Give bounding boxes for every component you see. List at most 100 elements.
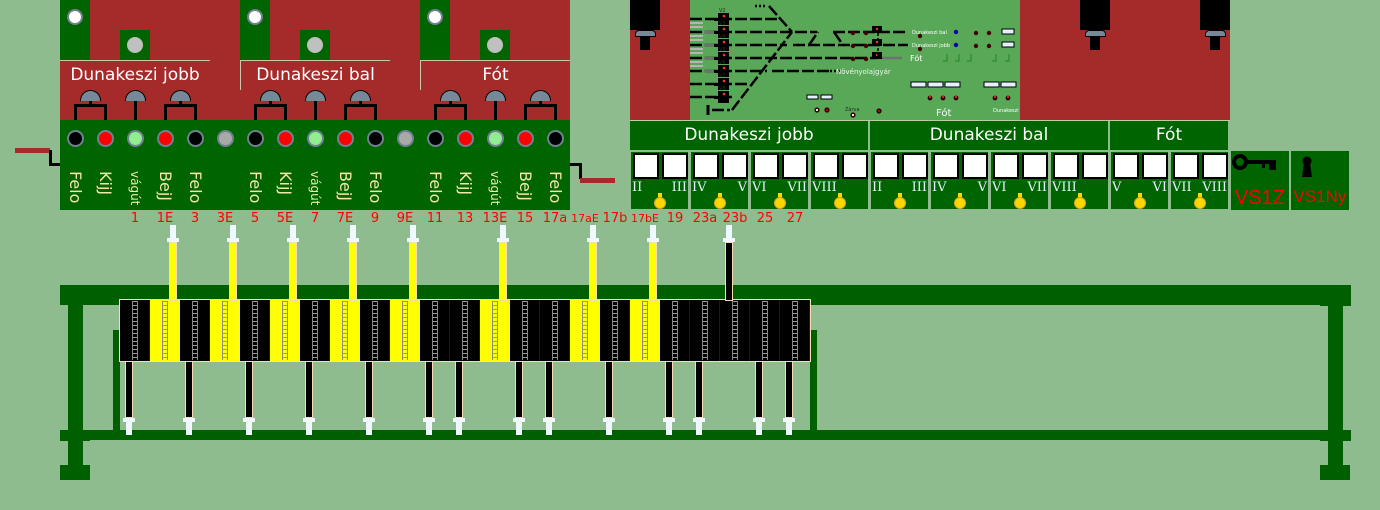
panel-button[interactable] [1001,41,1015,48]
lever-slot [240,300,270,361]
lever-handle-up[interactable] [496,225,509,301]
track-signal-arm [714,18,719,21]
signal-button[interactable] [529,90,551,101]
lever-handle-down[interactable] [122,361,135,436]
signal-button[interactable] [259,90,281,101]
lever-handle-up[interactable] [722,225,735,301]
route-lamp-box [120,30,150,60]
lever-rod [168,242,177,301]
lever-number: 9E [396,211,414,226]
lever-handle-up[interactable] [406,225,419,301]
route-lamp-box [240,0,270,60]
route-arrow [967,54,972,62]
indicator-label: Felo [186,171,205,204]
lever-handle-up[interactable] [286,225,299,301]
lever-handle-down[interactable] [422,361,435,436]
lever-grip [422,418,435,422]
signal-button[interactable] [484,90,506,101]
panel-button[interactable] [820,94,833,100]
lever-handle-down[interactable] [512,361,525,436]
signal-wire [313,101,317,120]
lever-grip [169,225,176,238]
panel-lamp-light [825,108,829,112]
signal-button[interactable] [124,90,146,101]
lever-rod [648,242,657,301]
lever-rod [348,242,357,301]
panel-button[interactable] [1000,81,1017,88]
lever-handle-down[interactable] [662,361,675,436]
lever-handle-down[interactable] [362,361,375,436]
switch-diagonal [832,31,845,46]
lever-handle-down[interactable] [182,361,195,436]
lever-handle-up[interactable] [226,225,239,301]
panel-button[interactable] [910,81,927,88]
lever-handle-down[interactable] [542,361,555,436]
indicator-label: vágút [308,171,322,206]
lever-handle-down[interactable] [782,361,795,436]
lever-grip [229,225,236,238]
panel-button[interactable] [1001,28,1015,35]
lever-number: 11 [426,211,444,226]
lever-handle-up[interactable] [586,225,599,301]
signal-lamp [722,14,726,18]
chain [612,301,618,360]
lever-rod [408,242,417,301]
indicator-label: vágút [128,171,142,206]
lever-handle-down[interactable] [752,361,765,436]
indicator-lamp [457,130,474,147]
route-lamp [67,9,83,25]
buffer-hatch [690,39,703,41]
chain [192,301,198,360]
lever-grip [305,422,312,435]
signal-wire [538,101,542,105]
lever-number: 25 [756,211,774,226]
switch-diagonal [807,31,820,46]
lever-grip [782,418,795,422]
left-connector-wire [49,150,60,166]
lever-rod [784,361,793,418]
lever-handle-down[interactable] [242,361,255,436]
signal-button[interactable] [79,90,101,101]
frame-left-post [68,285,83,470]
lever-handle-down[interactable] [452,361,465,436]
switch-diagonal [768,5,793,33]
lever-handle-down[interactable] [302,361,315,436]
route-lamp-box [60,0,90,60]
frame-right-joint [1320,430,1351,441]
lever-handle-down[interactable] [692,361,705,436]
panel-button[interactable] [806,94,819,100]
route-lamp-box [420,0,450,60]
lever-number: 17bE [631,212,659,225]
track-signal [718,39,729,51]
destination-label: Dunakeszi bal [912,30,947,36]
chain [762,301,768,360]
signal-lamp [722,40,726,44]
lever-rod [604,361,613,418]
lever-rod [514,361,523,418]
panel-lamp-light [851,113,855,117]
lever-grip [406,238,419,242]
lever-grip [725,225,732,238]
signal-button[interactable] [304,90,326,101]
lever-grip [512,418,525,422]
panel-button[interactable] [927,81,944,88]
signal-button[interactable] [349,90,371,101]
lever-handle-up[interactable] [646,225,659,301]
signal-label: V6 [719,60,726,66]
lever-handle-down[interactable] [602,361,615,436]
indicator-lamp [67,130,84,147]
buffer-hatch [690,22,703,24]
frame-inner-left [113,330,120,435]
lever-handle-up[interactable] [346,225,359,301]
lever-number: 17a [542,211,568,226]
signal-button[interactable] [169,90,191,101]
frame-left-joint [60,430,90,441]
panel-button[interactable] [944,81,961,88]
lever-rod [498,242,507,301]
frame-bottom-rail [60,430,1350,440]
panel-button[interactable] [983,81,1000,88]
signal-button[interactable] [439,90,461,101]
lever-handle-up[interactable] [166,225,179,301]
panel-lamp-light [955,96,957,98]
chain [672,301,678,360]
